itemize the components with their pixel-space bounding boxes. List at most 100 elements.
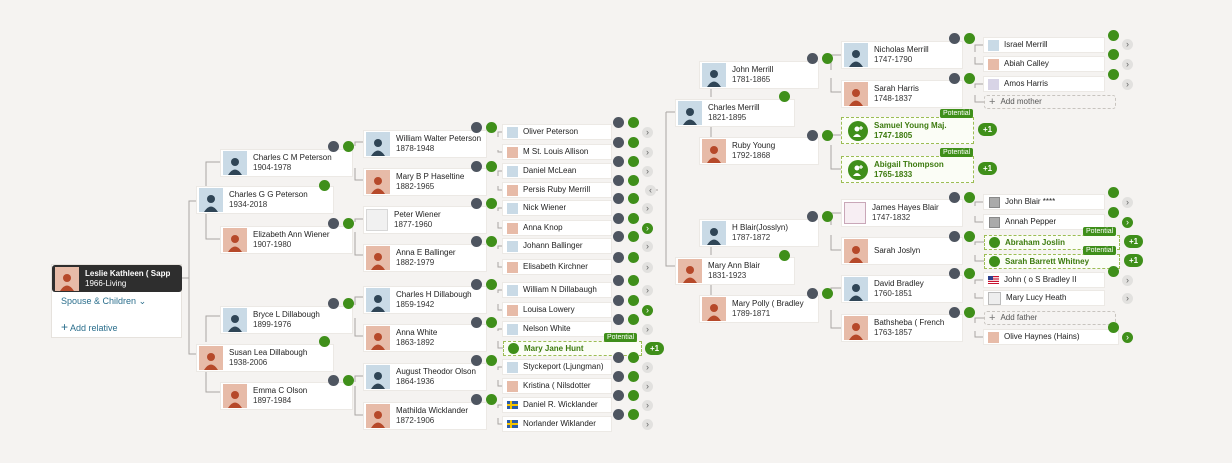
person-card-john-blair[interactable]: John Blair **** bbox=[984, 195, 1104, 209]
hint-leaf-icon[interactable] bbox=[964, 307, 975, 318]
hint-leaf-icon[interactable] bbox=[628, 390, 639, 401]
hint-leaf-icon[interactable] bbox=[628, 275, 639, 286]
person-card-nick-wiener[interactable]: Nick Wiener bbox=[503, 201, 611, 215]
hint-leaf-icon[interactable] bbox=[486, 394, 497, 405]
records-icon[interactable] bbox=[949, 192, 960, 203]
records-icon[interactable] bbox=[328, 298, 339, 309]
hint-leaf-icon[interactable] bbox=[628, 371, 639, 382]
records-icon[interactable] bbox=[613, 409, 624, 420]
chevron-right-icon[interactable]: › bbox=[642, 147, 653, 158]
records-icon[interactable] bbox=[613, 352, 624, 363]
person-card-israel-merrill[interactable]: Israel Merrill bbox=[984, 38, 1104, 52]
chevron-right-icon[interactable]: › bbox=[642, 362, 653, 373]
person-card-nelson-white[interactable]: Nelson White bbox=[503, 322, 611, 336]
records-icon[interactable] bbox=[471, 394, 482, 405]
chevron-right-icon[interactable]: › bbox=[642, 262, 653, 273]
chevron-right-icon[interactable]: › bbox=[1122, 217, 1133, 228]
chevron-right-icon[interactable]: › bbox=[642, 400, 653, 411]
chevron-right-icon[interactable]: › bbox=[1122, 275, 1133, 286]
person-card-johann-ballinger[interactable]: Johann Ballinger bbox=[503, 239, 611, 253]
records-icon[interactable] bbox=[807, 288, 818, 299]
plus-one-button[interactable]: +1 bbox=[1124, 254, 1144, 267]
records-icon[interactable] bbox=[613, 390, 624, 401]
records-icon[interactable] bbox=[613, 314, 624, 325]
records-icon[interactable] bbox=[613, 193, 624, 204]
chevron-right-icon[interactable]: › bbox=[1122, 332, 1133, 343]
hint-leaf-icon[interactable] bbox=[822, 130, 833, 141]
records-icon[interactable] bbox=[613, 231, 624, 242]
hint-leaf-icon[interactable] bbox=[628, 352, 639, 363]
records-icon[interactable] bbox=[807, 130, 818, 141]
records-icon[interactable] bbox=[471, 317, 482, 328]
root-person-card[interactable]: Leslie Kathleen ( Sapp 1966-Living bbox=[52, 265, 182, 292]
chevron-right-icon[interactable]: › bbox=[1122, 39, 1133, 50]
hint-leaf-icon[interactable] bbox=[779, 91, 790, 102]
records-icon[interactable] bbox=[613, 295, 624, 306]
person-card-oliver-peterson[interactable]: Oliver Peterson bbox=[503, 125, 611, 139]
plus-one-button[interactable]: +1 bbox=[978, 162, 998, 175]
hint-leaf-icon[interactable] bbox=[343, 141, 354, 152]
potential-person-card-mary-jane-hunt[interactable]: Mary Jane Hunt bbox=[503, 341, 642, 356]
records-icon[interactable] bbox=[613, 137, 624, 148]
hint-leaf-icon[interactable] bbox=[1108, 207, 1119, 218]
records-icon[interactable] bbox=[613, 371, 624, 382]
potential-person-card-samuel-young[interactable]: Samuel Young Maj.1747-1805 bbox=[841, 117, 974, 144]
hint-leaf-icon[interactable] bbox=[486, 317, 497, 328]
hint-leaf-icon[interactable] bbox=[486, 198, 497, 209]
add-father-button[interactable]: +Add father bbox=[984, 311, 1116, 325]
records-icon[interactable] bbox=[949, 33, 960, 44]
plus-one-button[interactable]: +1 bbox=[978, 123, 998, 136]
records-icon[interactable] bbox=[613, 117, 624, 128]
person-card-norlander-wiklander[interactable]: Norlander Wiklander bbox=[503, 417, 611, 431]
person-card-john-o-s-bradley[interactable]: John ( o S Bradley II bbox=[984, 273, 1104, 287]
records-icon[interactable] bbox=[949, 231, 960, 242]
person-card-mary-lucy-heath[interactable]: Mary Lucy Heath bbox=[984, 291, 1104, 305]
chevron-right-icon[interactable]: › bbox=[1122, 79, 1133, 90]
chevron-right-icon[interactable]: › bbox=[642, 223, 653, 234]
chevron-right-icon[interactable]: › bbox=[642, 241, 653, 252]
plus-one-button[interactable]: +1 bbox=[645, 342, 665, 355]
hint-leaf-icon[interactable] bbox=[628, 117, 639, 128]
hint-leaf-icon[interactable] bbox=[628, 295, 639, 306]
records-icon[interactable] bbox=[613, 156, 624, 167]
records-icon[interactable] bbox=[328, 218, 339, 229]
hint-leaf-icon[interactable] bbox=[964, 231, 975, 242]
hint-leaf-icon[interactable] bbox=[628, 193, 639, 204]
person-card-daniel-r-wicklander[interactable]: Daniel R. Wicklander bbox=[503, 398, 611, 412]
chevron-right-icon[interactable]: › bbox=[642, 127, 653, 138]
hint-leaf-icon[interactable] bbox=[779, 250, 790, 261]
hint-leaf-icon[interactable] bbox=[822, 53, 833, 64]
hint-leaf-icon[interactable] bbox=[628, 175, 639, 186]
plus-one-button[interactable]: +1 bbox=[1124, 235, 1144, 248]
hint-leaf-icon[interactable] bbox=[822, 211, 833, 222]
records-icon[interactable] bbox=[613, 275, 624, 286]
hint-leaf-icon[interactable] bbox=[628, 156, 639, 167]
hint-leaf-icon[interactable] bbox=[822, 288, 833, 299]
records-icon[interactable] bbox=[807, 53, 818, 64]
records-icon[interactable] bbox=[949, 307, 960, 318]
records-icon[interactable] bbox=[328, 375, 339, 386]
records-icon[interactable] bbox=[613, 213, 624, 224]
records-icon[interactable] bbox=[807, 211, 818, 222]
hint-leaf-icon[interactable] bbox=[1108, 49, 1119, 60]
hint-leaf-icon[interactable] bbox=[964, 268, 975, 279]
person-card-daniel-mclean[interactable]: Daniel McLean bbox=[503, 164, 611, 178]
